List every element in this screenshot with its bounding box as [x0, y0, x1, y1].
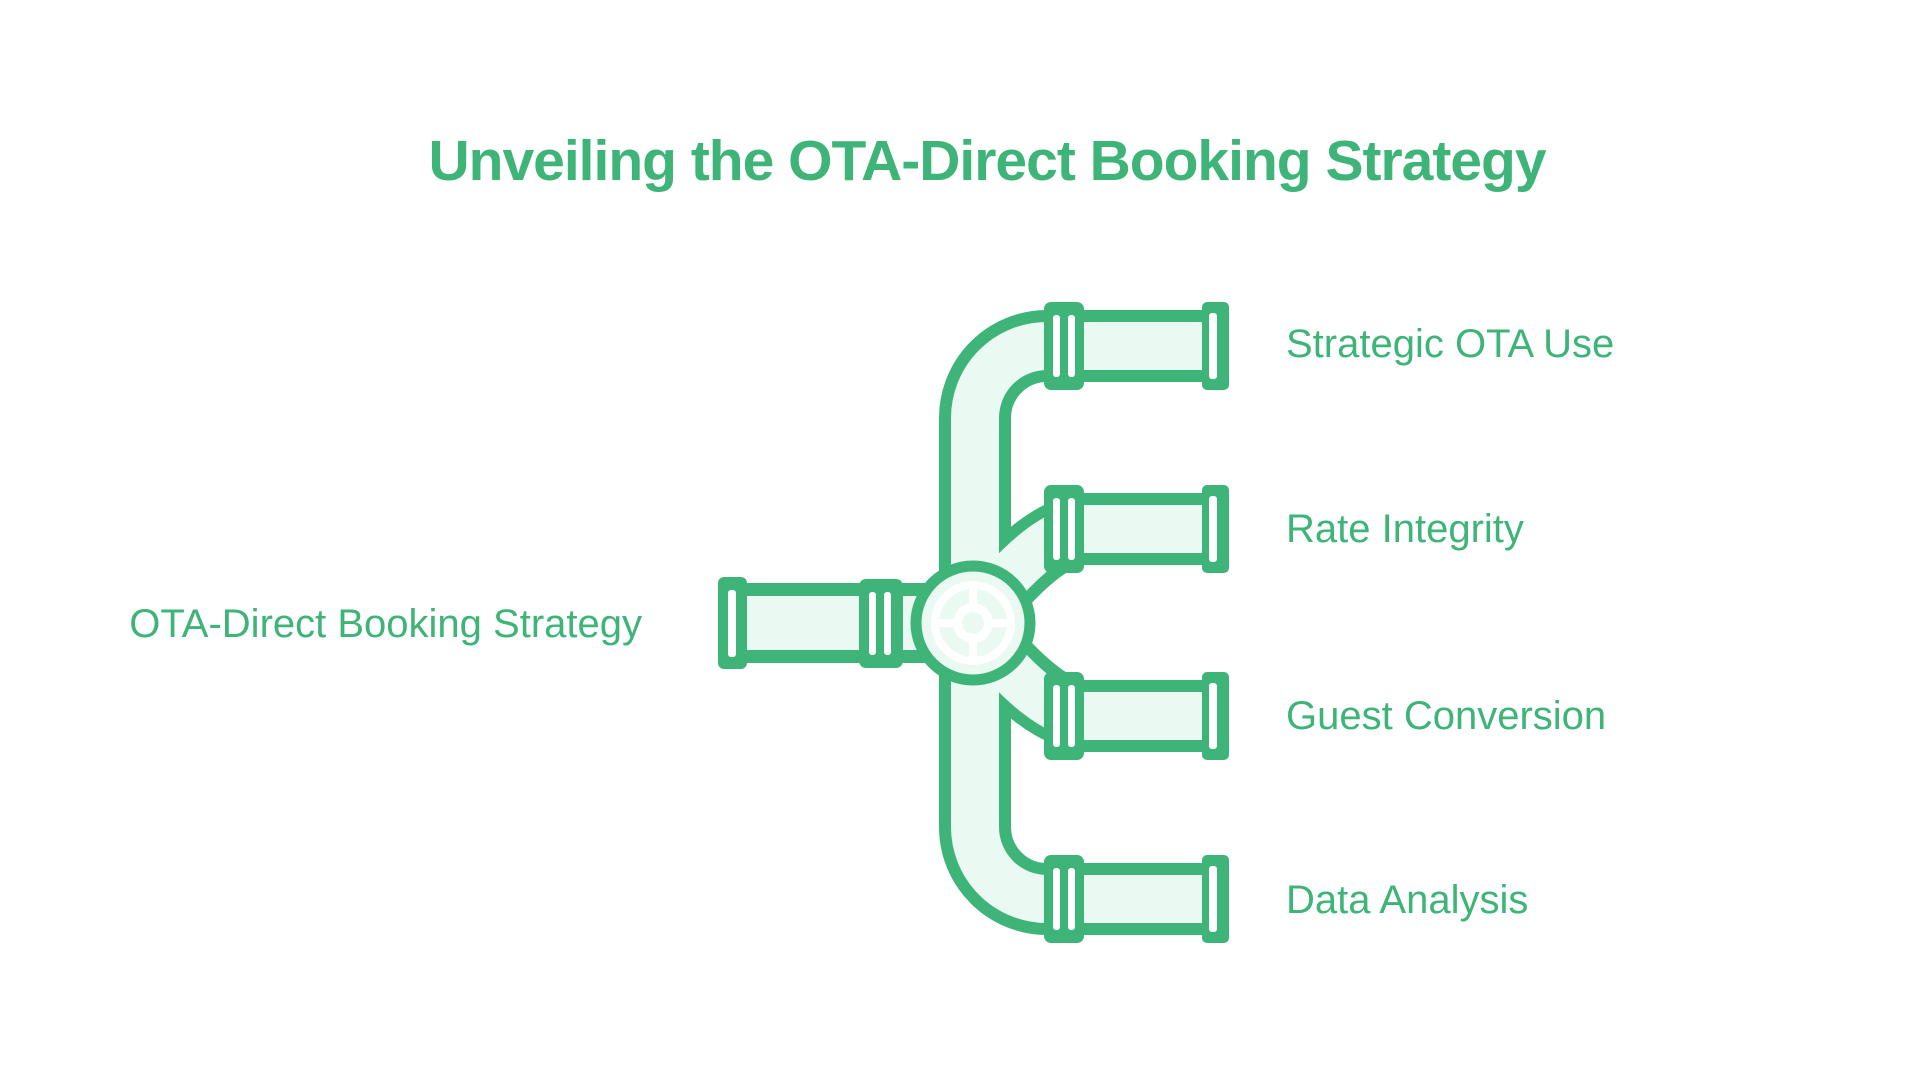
branch-label-strategic-ota-use: Strategic OTA Use	[1286, 322, 1615, 366]
branch-label-data-analysis: Data Analysis	[1286, 878, 1529, 922]
branch-1-coupling	[1044, 302, 1084, 390]
source-label: OTA-Direct Booking Strategy	[129, 602, 642, 646]
branch-fittings	[1044, 302, 1229, 943]
valve-hub-center	[962, 612, 984, 634]
branch-1-flange-slot	[1209, 313, 1217, 379]
branch-3-coupling-slot-1	[1053, 685, 1060, 747]
branch-label-rate-integrity: Rate Integrity	[1286, 507, 1524, 551]
branch-label-guest-conversion: Guest Conversion	[1286, 694, 1607, 738]
valve-wheel-icon	[910, 560, 1036, 686]
branch-3-flange-slot	[1209, 683, 1217, 749]
branch-2-coupling-slot-1	[1053, 498, 1060, 560]
branch-4-coupling	[1044, 855, 1084, 943]
branch-4-flange-slot	[1209, 866, 1217, 932]
branch-3-coupling	[1044, 672, 1084, 760]
page-title: Unveiling the OTA-Direct Booking Strateg…	[428, 129, 1546, 193]
branch-1-coupling-slot-1	[1053, 315, 1060, 377]
trunk-top-inner	[951, 322, 1082, 645]
trunk-bottom-inner	[951, 601, 1082, 923]
branch-2-flange-slot	[1209, 496, 1217, 562]
source-pipe-fittings	[718, 577, 903, 669]
branch-4-coupling-slot-1	[1053, 868, 1060, 930]
branch-2-coupling	[1044, 485, 1084, 573]
source-flange-slot	[728, 590, 736, 657]
branch-4-coupling-slot-2	[1068, 868, 1075, 930]
source-coupling	[859, 579, 903, 668]
source-coupling-slot-1	[869, 592, 876, 655]
branch-3-coupling-slot-2	[1068, 685, 1075, 747]
source-coupling-slot-2	[884, 592, 891, 655]
branch-1-coupling-slot-2	[1068, 315, 1075, 377]
branch-2-coupling-slot-2	[1068, 498, 1075, 560]
